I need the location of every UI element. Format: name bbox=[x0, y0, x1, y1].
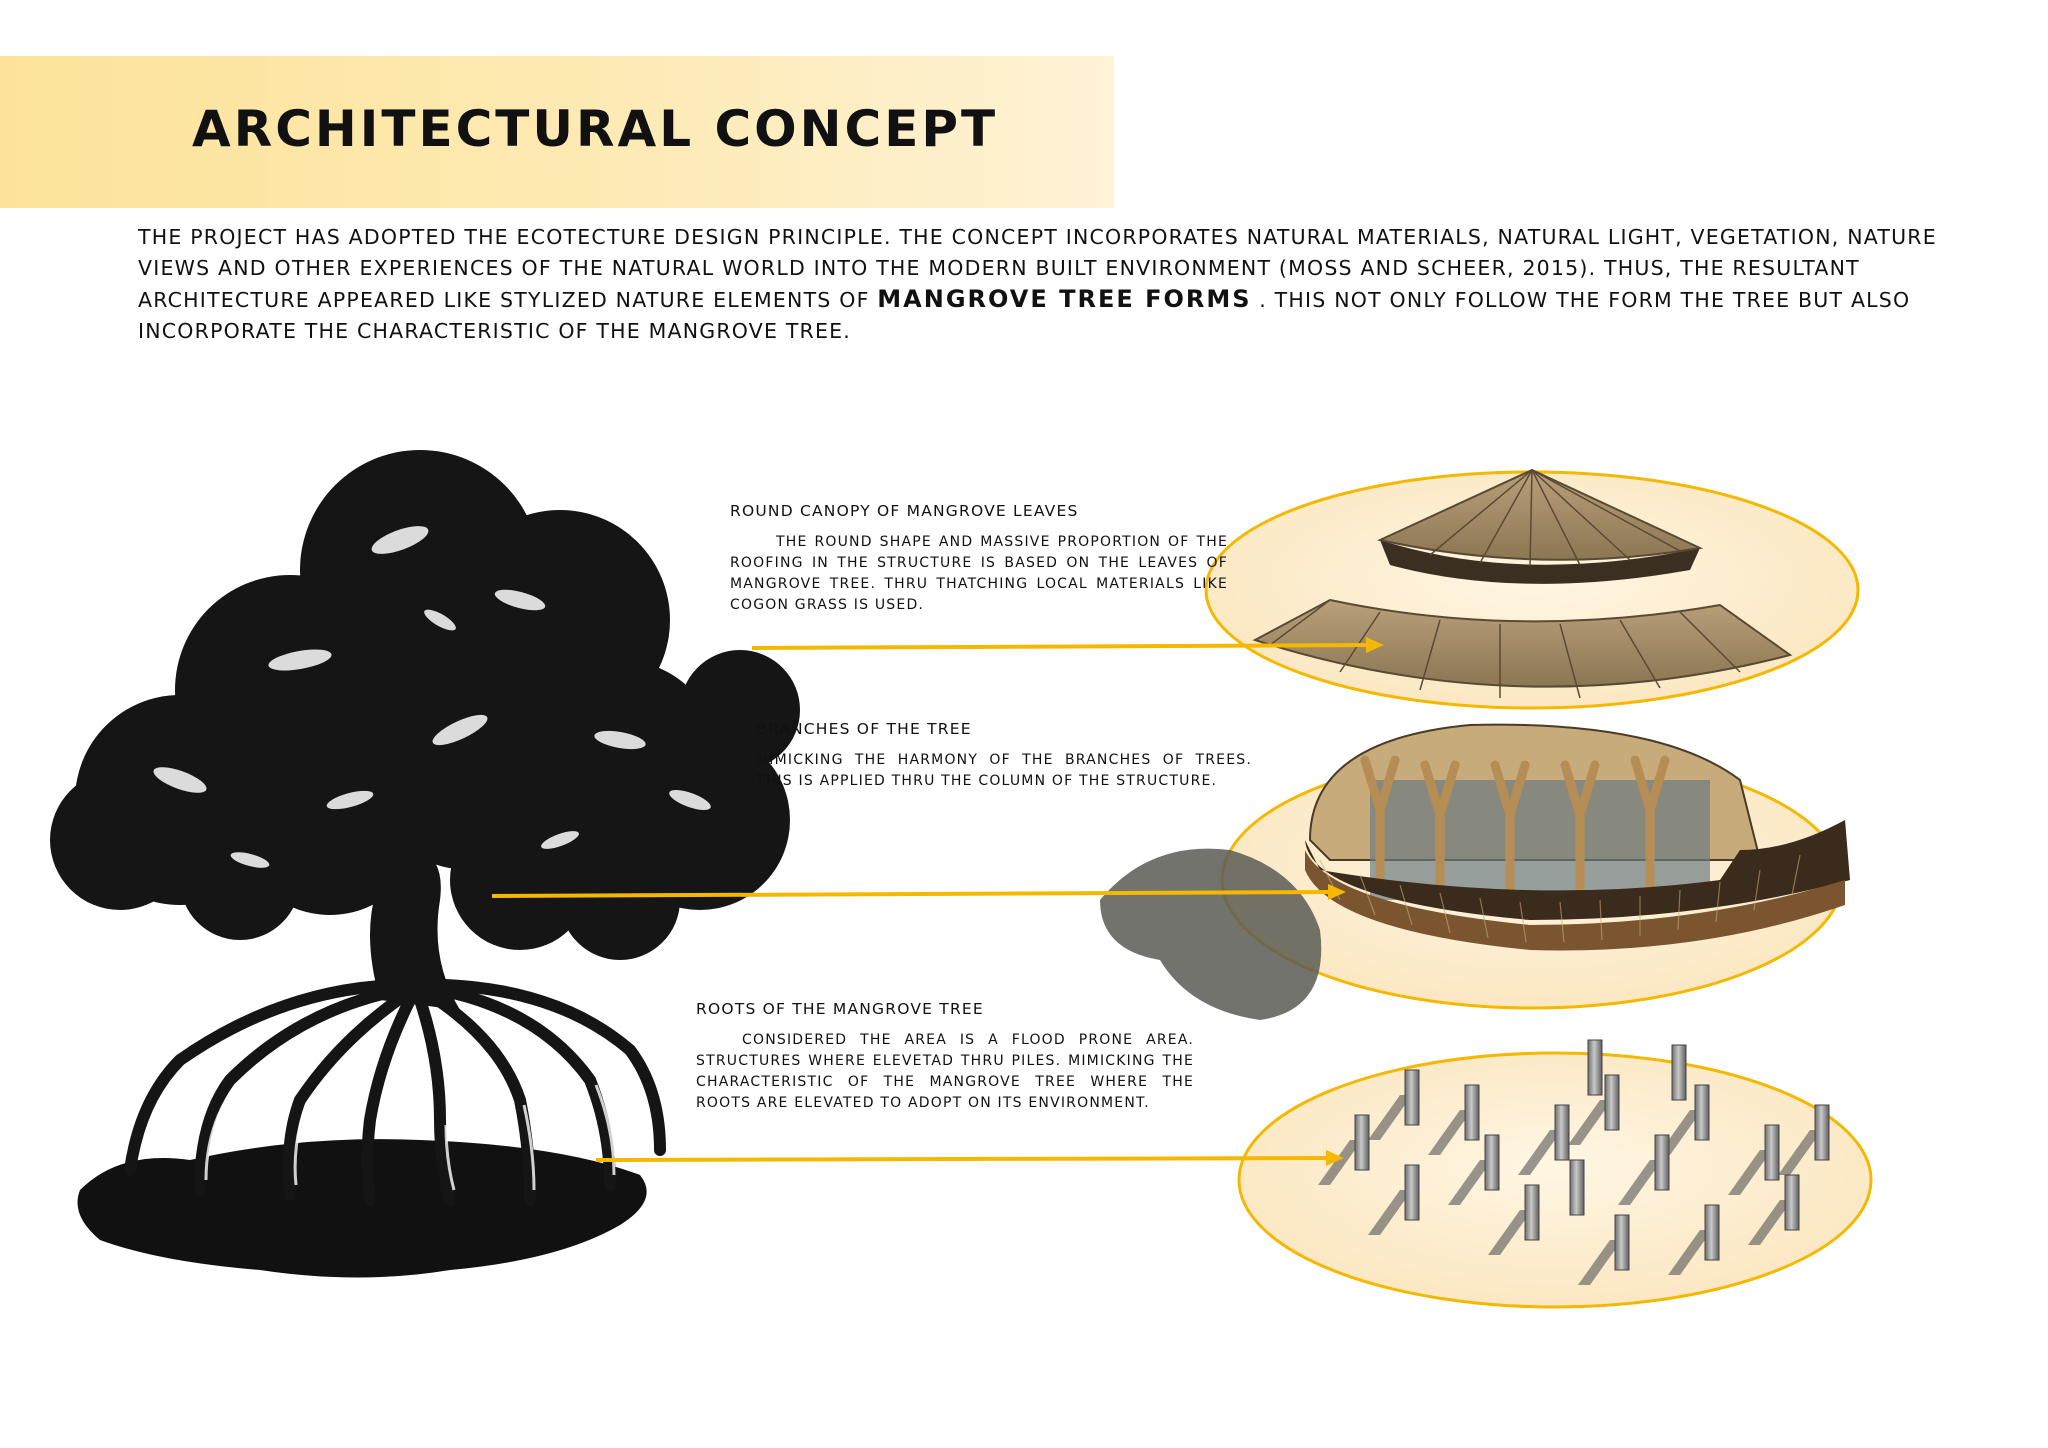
tree-trunk bbox=[370, 850, 460, 1010]
intro-highlight: MANGROVE TREE FORMS bbox=[877, 285, 1252, 313]
intro-paragraph: The project has adopted the ecotecture d… bbox=[138, 222, 1958, 347]
columns-structure-render bbox=[1100, 723, 1850, 1020]
callout-branches-body: Mimicking the harmony of the branches of… bbox=[756, 752, 1252, 789]
piles bbox=[1354, 1039, 1830, 1271]
mangrove-tree-illustration bbox=[50, 450, 800, 1278]
canopy-roof-render bbox=[1252, 468, 1793, 699]
branches-arrow bbox=[491, 884, 1346, 900]
header-band bbox=[0, 56, 1114, 208]
callout-roots-body: Considered the area is a flood prone are… bbox=[696, 1032, 1194, 1111]
piles-render bbox=[1318, 1039, 1830, 1285]
callout-branches-title: Branches of the tree bbox=[756, 720, 972, 738]
intro-text-before: The project has adopted the ecotecture d… bbox=[138, 225, 1937, 312]
pile-shadows bbox=[1318, 1095, 1822, 1285]
prop-roots bbox=[124, 979, 666, 1206]
callout-canopy: Round canopy of mangrove leaves The roun… bbox=[730, 502, 1228, 616]
roots-arrow bbox=[595, 1150, 1344, 1166]
page-title: Architectural Concept bbox=[192, 100, 999, 158]
ground-shadow bbox=[77, 1139, 647, 1278]
tree-canopy bbox=[50, 450, 800, 960]
root-highlights bbox=[204, 1084, 616, 1191]
callout-canopy-body: The round shape and massive proportion o… bbox=[730, 534, 1228, 613]
callout-roots-title: Roots of the mangrove tree bbox=[696, 1000, 984, 1018]
callout-roots: Roots of the mangrove tree Considered th… bbox=[696, 1000, 1194, 1114]
canopy-arrow bbox=[751, 637, 1384, 653]
canopy-highlights bbox=[153, 526, 711, 868]
callout-branches: Branches of the tree Mimicking the harmo… bbox=[756, 720, 1252, 792]
intro-text-after: . This not only follow the form the tree… bbox=[138, 288, 1911, 343]
callout-canopy-title: Round canopy of mangrove leaves bbox=[730, 502, 1079, 520]
